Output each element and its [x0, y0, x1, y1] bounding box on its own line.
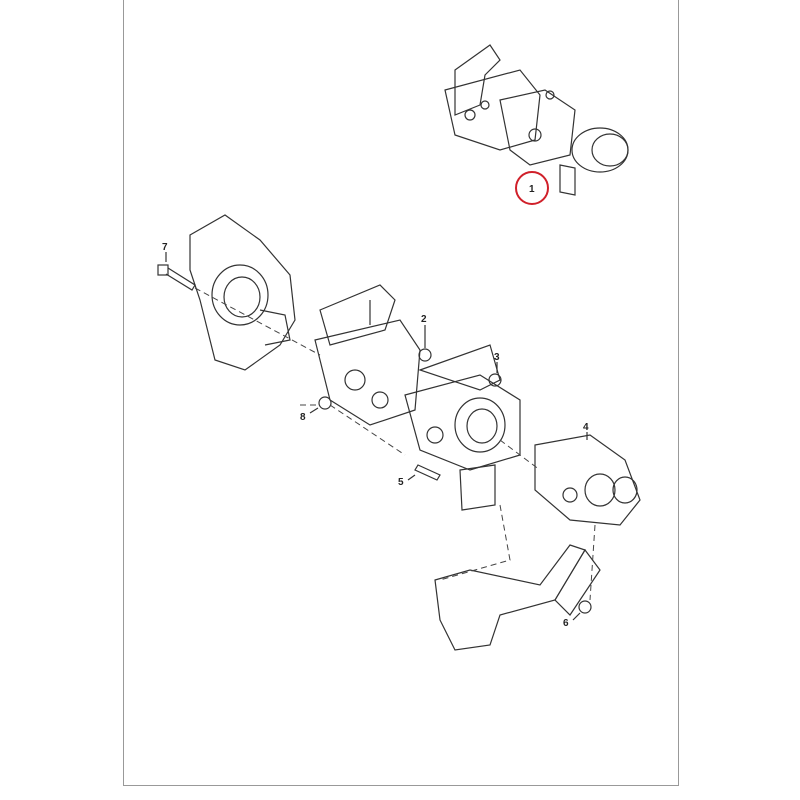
callout-7[interactable]: 7: [162, 242, 168, 253]
mounting-plate: [459, 464, 496, 511]
hydraulic-pump-rear: [404, 344, 521, 471]
gear-pump-4: [534, 434, 641, 526]
callout-6[interactable]: 6: [563, 618, 569, 629]
callout-1[interactable]: 1: [529, 184, 535, 195]
fitting-3: [488, 373, 502, 387]
callout-5[interactable]: 5: [398, 477, 404, 488]
callout-4[interactable]: 4: [583, 422, 589, 433]
callout-3[interactable]: 3: [494, 352, 500, 363]
callout-1-highlight[interactable]: [515, 171, 549, 205]
nut-8: [318, 396, 332, 410]
pump-assembly-thumbnail: [444, 44, 629, 196]
callout-2[interactable]: 2: [421, 314, 427, 325]
bolt-7: [157, 264, 196, 291]
bolt-5: [414, 464, 441, 481]
callout-8[interactable]: 8: [300, 412, 306, 423]
alignment-lines: [194, 287, 596, 601]
support-bracket: [434, 544, 601, 651]
fitting-2: [418, 348, 432, 362]
nut-6: [578, 600, 592, 614]
adapter-housing: [189, 214, 296, 371]
